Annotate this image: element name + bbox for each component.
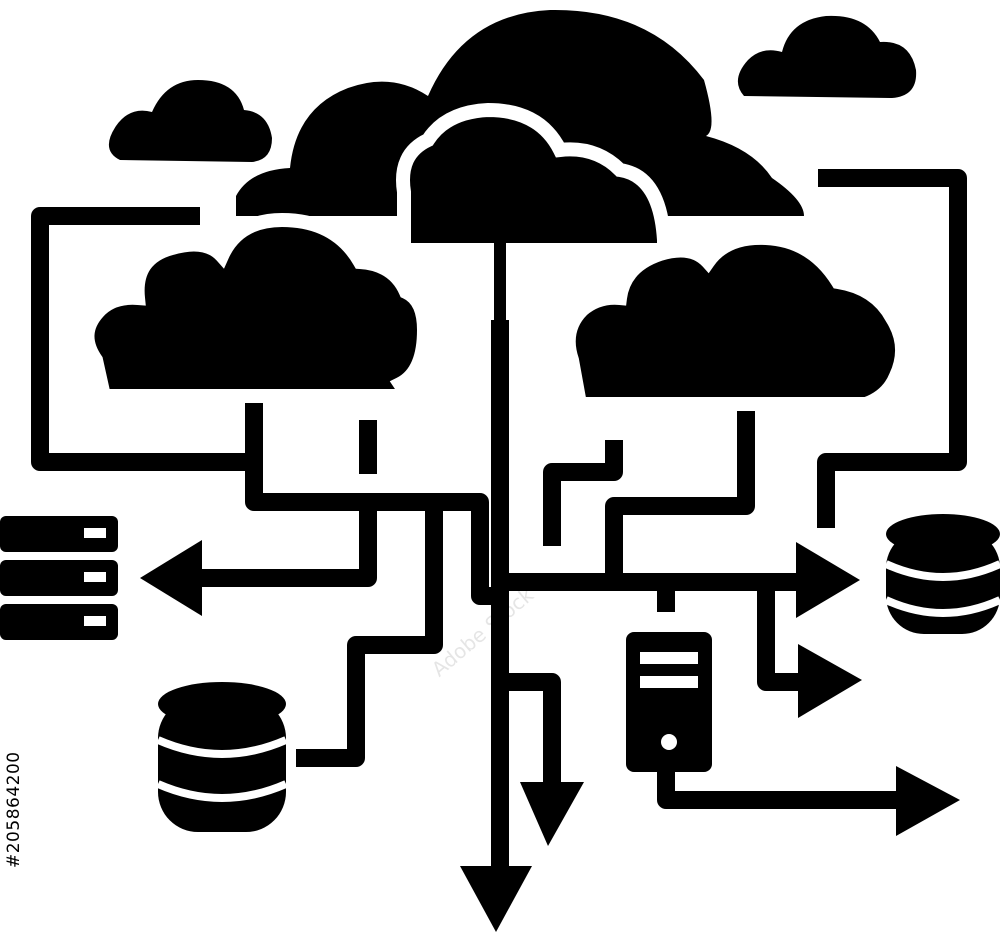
- arrow-icon: [140, 540, 960, 932]
- stock-image-id: #205864200: [4, 751, 24, 869]
- server-tower-icon: [626, 632, 712, 772]
- cloud-icon: [561, 230, 909, 411]
- cloud-icon: [80, 212, 432, 403]
- connector-lines: [31, 169, 967, 880]
- server-rack-icon: [0, 516, 118, 640]
- cloud-icon: [396, 102, 671, 257]
- database-icon: [884, 514, 1000, 634]
- cloud-icon: [108, 15, 917, 162]
- database-icon: [156, 682, 288, 832]
